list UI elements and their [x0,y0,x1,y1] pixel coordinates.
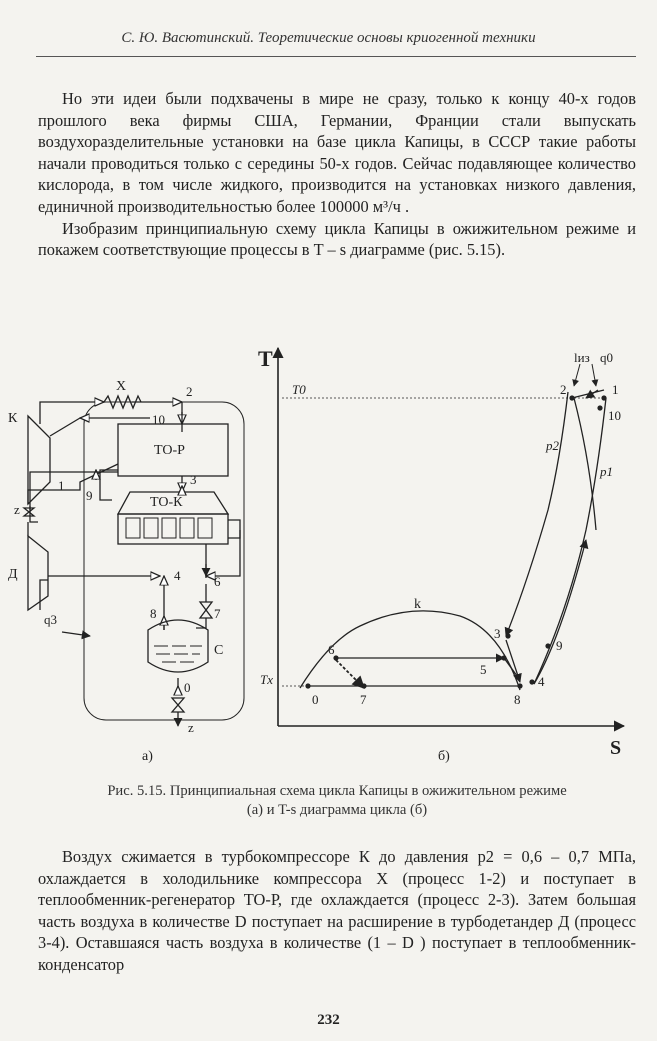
ts-point-3: 3 [494,626,501,641]
ts-diagram [272,346,626,732]
sub-caption-a: а) [142,749,153,764]
saturation-dome [299,610,521,691]
paragraph-1: Но эти идеи были подхвачены в мире не ср… [38,89,636,216]
t-axis-label: T [258,346,273,371]
separator-c [147,619,209,673]
caption-line-1: Рис. 5.15. Принципиальная схема цикла Ка… [107,783,567,799]
cooler-x-coil [103,394,142,410]
ts-point-6: 6 [328,642,335,657]
throttle-valve-0 [170,697,186,713]
ts-dot-7 [361,683,367,689]
ts-dot-0 [305,683,311,689]
ts-point-7: 7 [360,692,367,707]
s-axis-label: S [610,737,621,759]
label-c: С [214,643,223,658]
ts-point-1: 1 [612,382,619,397]
ts-dot-6 [333,655,339,661]
expander-d [27,534,49,612]
ts-point-8: 8 [514,692,521,707]
scheme-point-3: 3 [190,472,197,487]
figure-caption: Рис. 5.15. Принципиальная схема цикла Ка… [38,782,636,820]
ts-points [305,395,607,689]
top-text-block: Но эти идеи были подхвачены в мире не ср… [38,88,636,261]
throttle-valve-7 [198,601,214,619]
ts-point-2: 2 [560,382,567,397]
heat-exchanger-to-k [117,513,229,545]
page-number: 232 [317,1012,340,1028]
label-z1: z [14,502,20,517]
label-x: X [116,379,126,394]
running-header: С. Ю. Васютинский. Теоретические основы … [121,30,536,46]
ts-dot-9 [545,643,551,649]
label-d: Д [8,567,18,582]
ts-dot-8 [517,683,523,689]
ts-dot-10 [597,405,603,411]
ts-point-9: 9 [556,638,563,653]
ts-point-4: 4 [538,674,545,689]
header-rule [36,56,636,57]
ts-point-0: 0 [312,692,319,707]
figure-5-15: X К Д ТО-Р ТО-К С q3 z z 1 2 3 4 6 7 8 9… [0,340,657,770]
label-q0: q0 [600,350,613,365]
label-z2: z [188,720,194,735]
ts-point-10: 10 [608,408,621,423]
scheme-point-9: 9 [86,488,93,503]
label-k: К [8,411,18,426]
paragraph-3: Воздух сжимается в турбокомпрессоре К до… [38,847,636,974]
label-to-k: ТО-К [150,495,183,510]
ts-dot-2 [569,395,575,401]
sub-caption-b: б) [438,749,450,764]
scheme-point-0: 0 [184,680,191,695]
label-t0: T0 [292,382,306,397]
scheme-point-2: 2 [186,384,193,399]
label-p1: p1 [599,464,613,479]
figure-svg: X К Д ТО-Р ТО-К С q3 z z 1 2 3 4 6 7 8 9… [8,346,626,764]
isobar-p2 [504,391,569,637]
isobar-p1 [533,397,607,685]
label-q3: q3 [44,612,57,627]
ts-dot-3 [505,633,511,639]
scheme-a [22,394,245,727]
scheme-point-4: 4 [174,568,181,583]
compressor-k [27,414,51,506]
label-liz: lиз [574,350,590,365]
scheme-point-8: 8 [150,606,157,621]
heat-exchanger-to-r [117,423,229,477]
scheme-point-6: 6 [214,574,221,589]
label-k-dome: k [414,597,421,612]
label-to-r: ТО-Р [154,443,185,458]
ts-point-5: 5 [480,662,487,677]
ts-dot-5 [501,655,507,661]
label-tx: Tx [260,672,273,687]
caption-line-2: (а) и T-s диаграмма цикла (б) [246,802,428,818]
label-p2: p2 [545,438,560,453]
scheme-point-1: 1 [58,478,65,493]
paragraph-2: Изобразим принципиальную схему цикла Кап… [38,218,636,260]
ts-dot-4 [529,679,535,685]
bottom-text-block: Воздух сжимается в турбокомпрессоре К до… [38,846,636,976]
ts-dot-1 [601,395,607,401]
scheme-point-7: 7 [214,606,221,621]
scheme-point-10: 10 [152,412,165,427]
